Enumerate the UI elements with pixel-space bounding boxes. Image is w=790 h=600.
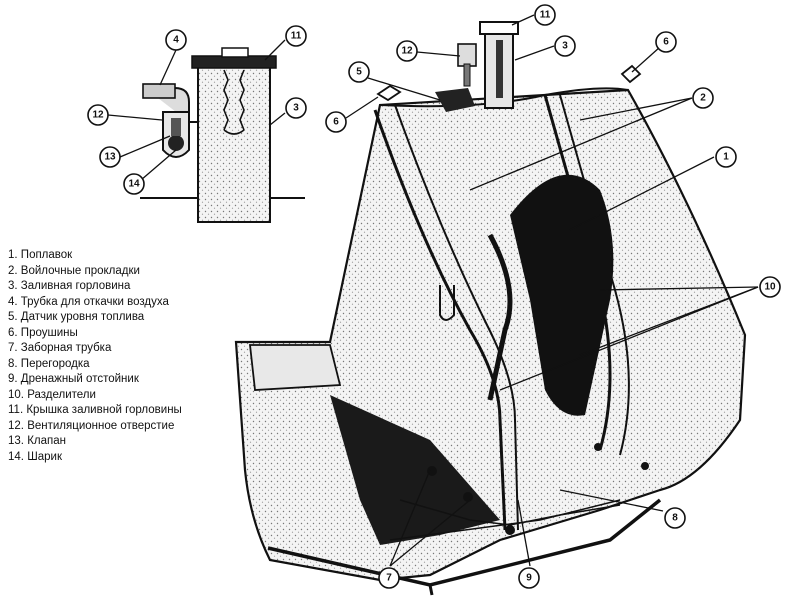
callout-11-inset: 11 xyxy=(285,25,307,47)
legend-item-text: Вентиляционное отверстие xyxy=(27,419,175,432)
callout-3-inset: 3 xyxy=(285,97,307,119)
svg-text:1: 1 xyxy=(723,152,729,163)
svg-text:2: 2 xyxy=(700,93,706,104)
svg-text:6: 6 xyxy=(663,37,669,48)
svg-text:6: 6 xyxy=(333,117,339,128)
svg-text:11: 11 xyxy=(540,10,551,21)
legend-item-number: 10. xyxy=(8,388,24,401)
legend-item: 10. Разделители xyxy=(8,388,182,404)
legend-item-number: 11. xyxy=(8,404,24,416)
legend-item-number: 14. xyxy=(8,450,24,463)
callout-8: 8 xyxy=(664,507,686,529)
callout-6-right: 6 xyxy=(655,31,677,53)
svg-text:9: 9 xyxy=(526,573,532,584)
legend-item: 9. Дренажный отстойник xyxy=(8,372,182,388)
callout-2: 2 xyxy=(692,87,714,109)
fuel-tank xyxy=(234,21,747,596)
svg-text:10: 10 xyxy=(764,282,776,293)
svg-text:11: 11 xyxy=(291,31,302,42)
leader-lines xyxy=(107,14,759,567)
svg-text:7: 7 xyxy=(386,573,392,584)
legend-item: 2. Войлочные прокладки xyxy=(8,264,182,280)
legend-item-text: Клапан xyxy=(27,435,66,447)
svg-text:8: 8 xyxy=(672,513,678,524)
callout-14: 14 xyxy=(123,173,145,195)
legend-item-number: 3. xyxy=(8,280,18,292)
legend-item-number: 7. xyxy=(8,342,18,354)
callout-12: 12 xyxy=(396,40,418,62)
legend-item-text: Перегородка xyxy=(20,357,90,370)
callout-11: 11 xyxy=(534,4,556,26)
legend-item: 7. Заборная трубка xyxy=(8,341,182,357)
callout-9: 9 xyxy=(518,567,540,589)
filler-neck-inset xyxy=(140,47,305,223)
callout-5: 5 xyxy=(348,61,370,83)
legend-item-number: 9. xyxy=(8,373,18,385)
callout-12-inset: 12 xyxy=(87,104,109,126)
legend-item-text: Дренажный отстойник xyxy=(20,373,139,385)
svg-text:4: 4 xyxy=(173,35,179,46)
legend-item-number: 4. xyxy=(8,295,18,308)
legend-item: 8. Перегородка xyxy=(8,357,182,373)
callout-10: 10 xyxy=(759,276,781,298)
legend-item-number: 1. xyxy=(8,249,18,261)
svg-text:12: 12 xyxy=(92,110,104,121)
callout-7: 7 xyxy=(378,567,400,589)
callout-13: 13 xyxy=(99,146,121,168)
legend-item-text: Трубка для откачки воздуха xyxy=(20,295,169,308)
svg-text:13: 13 xyxy=(104,152,116,163)
svg-text:3: 3 xyxy=(293,103,299,114)
legend-item-text: Шарик xyxy=(27,450,62,463)
callout-1: 1 xyxy=(715,146,737,168)
legend-item-number: 2. xyxy=(8,264,18,277)
legend-item-text: Заливная горловина xyxy=(20,280,131,292)
legend-item-number: 5. xyxy=(8,311,18,323)
legend-item: 12. Вентиляционное отверстие xyxy=(8,419,182,435)
legend-item: 13. Клапан xyxy=(8,434,182,450)
legend-item-number: 13. xyxy=(8,435,24,447)
legend-item-number: 6. xyxy=(8,326,18,339)
legend-item-text: Поплавок xyxy=(20,249,73,261)
legend-item: 5. Датчик уровня топлива xyxy=(8,310,182,326)
legend-item: 14. Шарик xyxy=(8,450,182,466)
svg-text:14: 14 xyxy=(128,179,140,190)
svg-text:5: 5 xyxy=(356,67,362,78)
legend-item: 1. Поплавок xyxy=(8,248,182,264)
legend-item-number: 8. xyxy=(8,357,18,370)
callout-6-left: 6 xyxy=(325,111,347,133)
legend-item: 11. Крышка заливной горловины xyxy=(8,403,182,419)
legend-item-text: Датчик уровня топлива xyxy=(20,311,145,323)
legend-item-text: Крышка заливной горловины xyxy=(26,404,182,416)
legend-item-text: Заборная трубка xyxy=(20,342,112,354)
legend-item: 4. Трубка для откачки воздуха xyxy=(8,295,182,311)
callout-3: 3 xyxy=(554,35,576,57)
legend-item: 3. Заливная горловина xyxy=(8,279,182,295)
legend-item-text: Войлочные прокладки xyxy=(20,264,140,277)
svg-text:3: 3 xyxy=(562,41,568,52)
legend-item: 6. Проушины xyxy=(8,326,182,342)
legend-item-text: Разделители xyxy=(27,388,96,401)
svg-text:12: 12 xyxy=(401,46,413,57)
legend-item-number: 12. xyxy=(8,419,24,432)
callout-4: 4 xyxy=(165,29,187,51)
legend-item-text: Проушины xyxy=(20,326,78,339)
